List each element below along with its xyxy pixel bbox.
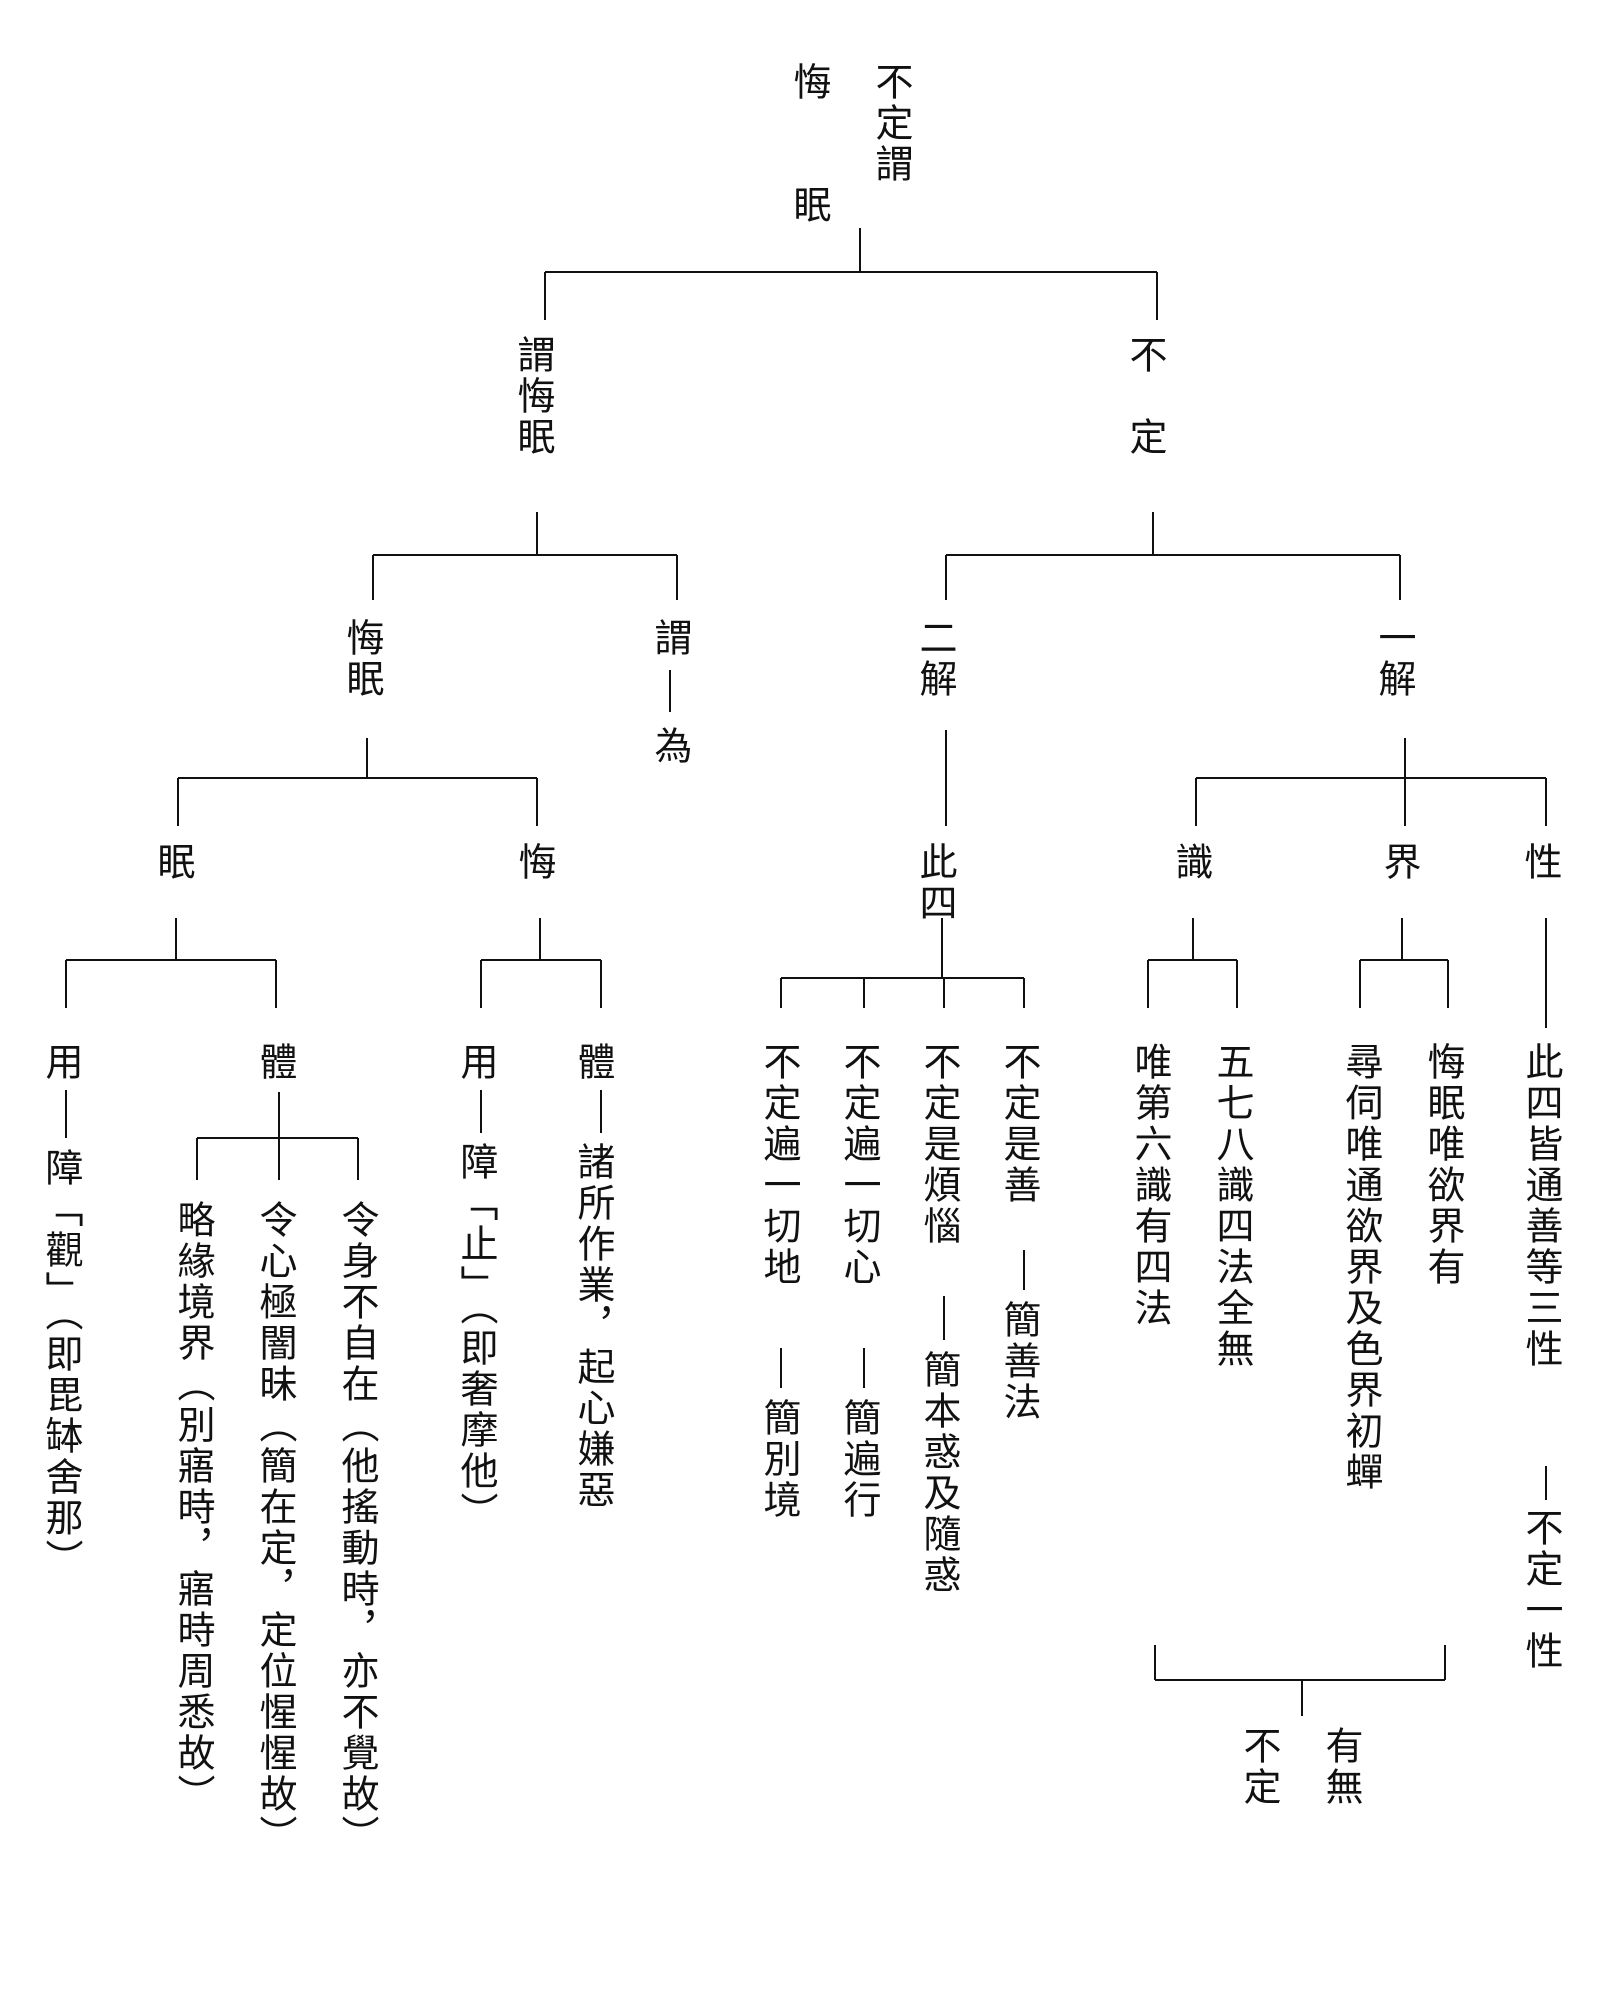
consciousness-b: 唯第六識有四法 [1128,1042,1172,1329]
node-wei-means: 為 [648,726,692,767]
node-two-explanations: 二解 [913,618,957,700]
title-col-1: 不定謂 [869,62,913,185]
regret-use-head: 用 [454,1042,498,1083]
node-nature: 性 [1518,842,1562,883]
consciousness-a: 五七八識四法全無 [1210,1042,1254,1370]
node-one-explanation: 一解 [1372,618,1416,700]
sleep-body-item-2: 令心極闇昧（簡在定，定位惺惺故） [253,1200,297,1856]
node-these-four: 此四 [913,842,957,924]
sleep-body-item-1: 令身不自在（他搖動時，亦不覺故） [335,1200,379,1856]
four-item-2-tail: 簡本惑及隨惑 [917,1350,961,1596]
node-wei-hui-mian: 謂悔眠 [511,335,555,458]
nature-head: 此四皆通善等三性 [1519,1042,1563,1370]
four-item-4-head: 不定遍一切地 [757,1042,801,1288]
node-wei: 謂 [648,618,692,659]
sleep-use-head: 用 [39,1042,83,1083]
four-item-3-tail: 簡遍行 [837,1398,881,1521]
node-hui-mian: 悔眠 [340,618,384,700]
regret-use-text: 障「止」（即奢摩他） [454,1142,498,1533]
sleep-body-item-3: 略緣境界（別寤時，寤時周悉故） [171,1200,215,1815]
realm-b: 尋伺唯通欲界及色界初蟬 [1339,1042,1383,1493]
node-regret: 悔 [512,842,556,883]
four-item-1-head: 不定是善 [997,1042,1041,1206]
four-item-1-tail: 簡善法 [997,1300,1041,1423]
node-sleep: 眠 [151,842,195,883]
four-item-3-head: 不定遍一切心 [837,1042,881,1288]
bottom-note-col-2: 不定 [1237,1726,1281,1808]
sleep-use-text: 障「觀」（即毘缽舍那） [39,1148,83,1580]
regret-body-head: 體 [571,1042,615,1083]
title-col-2: 悔 眠 [787,62,831,226]
node-consciousness: 識 [1169,842,1213,883]
node-realm: 界 [1377,842,1421,883]
four-item-4-tail: 簡別境 [757,1398,801,1521]
node-bu-ding: 不定 [1123,335,1167,499]
nature-tail: 不定一性 [1519,1508,1563,1672]
regret-body-text: 諸所作業，起心嫌惡 [571,1142,615,1511]
four-item-2-head: 不定是煩惱 [917,1042,961,1247]
sleep-body-head: 體 [253,1042,297,1083]
bottom-note-col-1: 有無 [1319,1726,1363,1808]
realm-a: 悔眠唯欲界有 [1421,1042,1465,1288]
